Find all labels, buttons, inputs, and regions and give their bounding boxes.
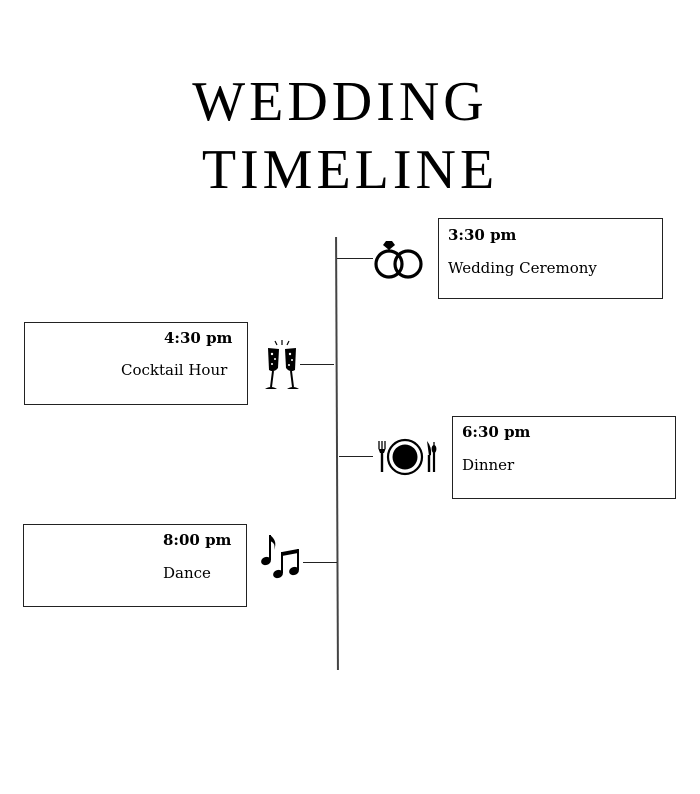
event-name: Wedding Ceremony	[448, 259, 597, 277]
event-card-dance: 8:00 pm Dance	[23, 524, 247, 607]
timeline-connector	[300, 364, 334, 366]
music-notes-icon	[261, 535, 299, 579]
rings-icon	[374, 241, 423, 279]
page-title-line-1: WEDDING	[192, 71, 488, 133]
event-time: 8:00 pm	[163, 531, 232, 549]
page-title-line-2: TIMELINE	[201, 139, 499, 201]
event-time: 4:30 pm	[164, 329, 233, 347]
event-name: Dance	[163, 564, 211, 582]
timeline-connector	[337, 258, 373, 260]
champagne-glasses-icon	[265, 340, 299, 389]
event-card-cocktail: 4:30 pm Cocktail Hour	[24, 322, 248, 405]
plate-fork-knife-icon	[378, 438, 437, 476]
timeline-connector	[339, 456, 373, 458]
event-name: Cocktail Hour	[121, 361, 228, 379]
event-time: 6:30 pm	[462, 423, 531, 441]
timeline-connector	[303, 562, 337, 564]
event-card-ceremony: 3:30 pm Wedding Ceremony	[438, 218, 663, 299]
timeline-spine	[335, 236, 339, 671]
event-card-dinner: 6:30 pm Dinner	[452, 416, 676, 499]
event-time: 3:30 pm	[448, 226, 517, 244]
event-name: Dinner	[462, 456, 515, 474]
